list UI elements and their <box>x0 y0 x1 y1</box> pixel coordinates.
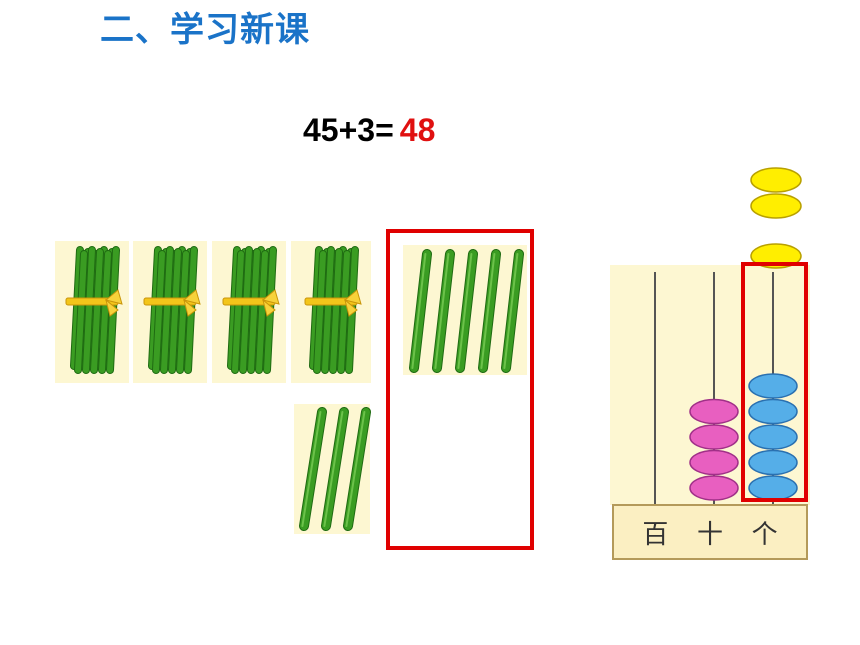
stick-bundle-3 <box>222 246 280 374</box>
bundle-bow <box>182 289 201 317</box>
tens-bead-1 <box>689 475 739 501</box>
label-tens: 十 <box>696 519 723 550</box>
stick-bundle-1 <box>65 246 123 374</box>
loose-stick-5 <box>501 249 524 373</box>
ones-bead-5 <box>748 373 798 399</box>
equation-expression: 45+3= <box>303 112 394 148</box>
added-bead-1 <box>750 167 802 193</box>
loose-stick-2 <box>432 249 455 373</box>
stick-bundle-4 <box>304 246 362 374</box>
tens-bead-4 <box>689 398 739 425</box>
label-ones: 个 <box>751 519 778 550</box>
bundle-bow <box>261 289 280 317</box>
ones-bead-4 <box>748 398 798 425</box>
added-stick-1 <box>299 407 327 531</box>
tens-bead-2 <box>689 449 739 476</box>
loose-stick-1 <box>409 249 432 373</box>
loose-stick-3 <box>455 249 478 373</box>
ones-bead-3 <box>748 424 798 450</box>
loose-sticks-highlight <box>386 229 534 550</box>
label-hundreds: 百 <box>642 519 669 550</box>
added-stick-2 <box>321 407 349 531</box>
loose-stick-4 <box>478 249 501 373</box>
added-stick-3 <box>343 407 371 531</box>
bundle-bow <box>104 289 123 317</box>
equation: 45+3=48 <box>303 112 435 149</box>
stick-bundle-2 <box>143 246 201 374</box>
added-bead-2 <box>750 193 802 219</box>
tens-bead-3 <box>689 424 739 450</box>
equation-answer: 48 <box>399 112 436 148</box>
slide-title: 二、学习新课 <box>100 10 310 50</box>
ones-bead-2 <box>748 449 798 476</box>
abacus-place-labels: 百 十 个 <box>612 504 808 560</box>
bundle-bow <box>343 289 362 317</box>
ones-rod-highlight <box>741 262 808 502</box>
